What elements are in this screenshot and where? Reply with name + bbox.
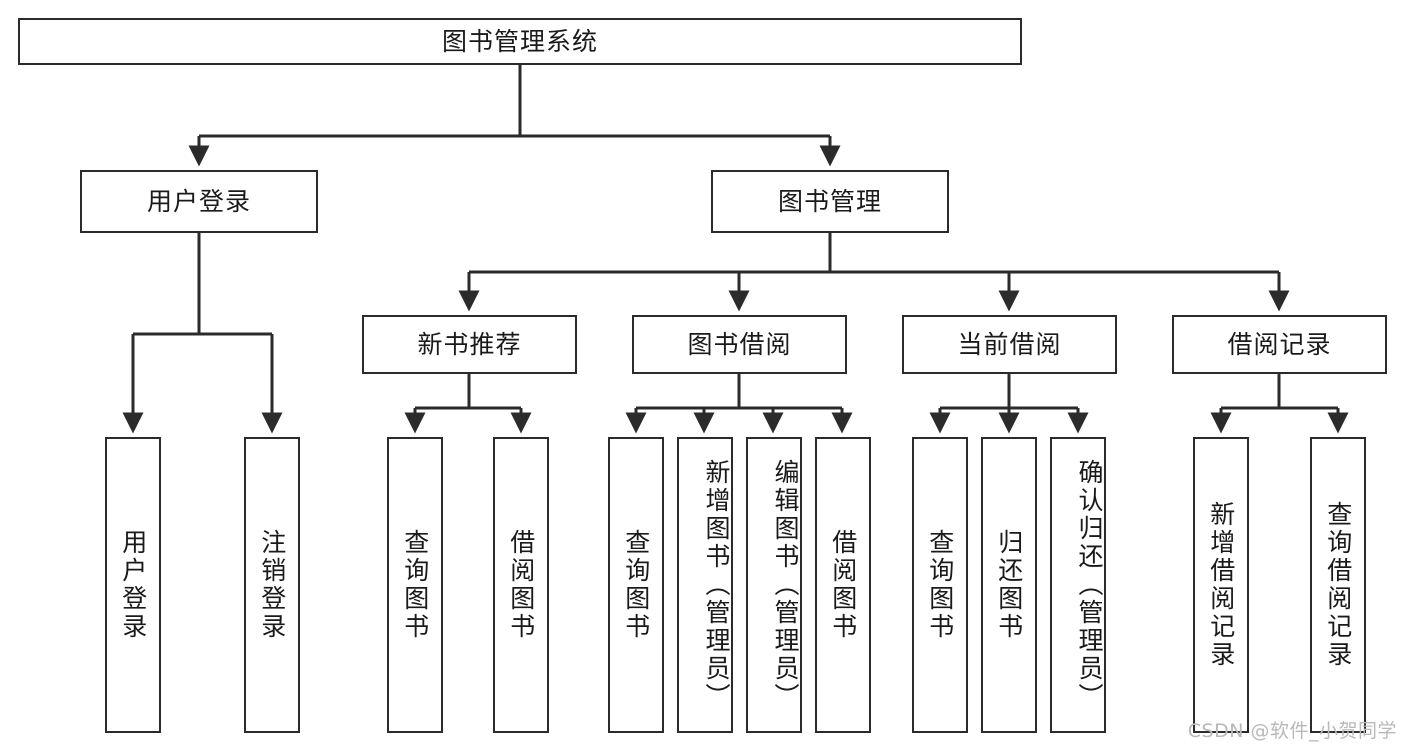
node-book-borrow-label: 图书借阅 <box>687 329 792 359</box>
leaf-query-book-2-label: 查询图书 <box>621 529 651 641</box>
leaf-edit-book-label: 编辑图书（管理员） <box>771 459 800 711</box>
node-borrow-record[interactable]: 借阅记录 <box>1172 315 1387 374</box>
leaf-add-book-label: 新增图书（管理员） <box>702 459 731 711</box>
leaf-query-book-3[interactable]: 查询图书 <box>912 437 968 733</box>
leaf-add-record-label: 新增借阅记录 <box>1206 501 1236 669</box>
node-new-book-recommend-label: 新书推荐 <box>417 329 522 359</box>
leaf-query-book-3-label: 查询图书 <box>925 529 955 641</box>
node-book-manage-label: 图书管理 <box>777 186 882 216</box>
leaf-add-book[interactable]: 新增图书（管理员） <box>677 437 733 733</box>
leaf-borrow-book-1[interactable]: 借阅图书 <box>493 437 549 733</box>
node-user-login[interactable]: 用户登录 <box>80 170 318 233</box>
leaf-confirm-return[interactable]: 确认归还（管理员） <box>1050 437 1106 733</box>
leaf-query-book-1-label: 查询图书 <box>400 529 430 641</box>
leaf-query-record-label: 查询借阅记录 <box>1323 501 1353 669</box>
node-book-borrow[interactable]: 图书借阅 <box>632 315 847 374</box>
leaf-add-record[interactable]: 新增借阅记录 <box>1193 437 1249 733</box>
node-root-label: 图书管理系统 <box>441 26 598 56</box>
watermark: CSDN @软件_小贺同学 <box>1187 720 1397 742</box>
leaf-user-logout-label: 注销登录 <box>257 529 287 641</box>
node-borrow-record-label: 借阅记录 <box>1227 329 1332 359</box>
leaf-edit-book[interactable]: 编辑图书（管理员） <box>746 437 802 733</box>
node-book-manage[interactable]: 图书管理 <box>711 170 949 233</box>
node-user-login-label: 用户登录 <box>146 186 251 216</box>
leaf-query-record[interactable]: 查询借阅记录 <box>1310 437 1366 733</box>
leaf-return-book-label: 归还图书 <box>994 529 1024 641</box>
leaf-query-book-2[interactable]: 查询图书 <box>608 437 664 733</box>
node-current-borrow[interactable]: 当前借阅 <box>902 315 1117 374</box>
leaf-confirm-return-label: 确认归还（管理员） <box>1075 459 1104 711</box>
leaf-borrow-book-2-label: 借阅图书 <box>828 529 858 641</box>
node-root[interactable]: 图书管理系统 <box>18 18 1022 65</box>
leaf-borrow-book-2[interactable]: 借阅图书 <box>815 437 871 733</box>
node-new-book-recommend[interactable]: 新书推荐 <box>362 315 577 374</box>
leaf-return-book[interactable]: 归还图书 <box>981 437 1037 733</box>
leaf-user-logout[interactable]: 注销登录 <box>244 437 300 733</box>
leaf-user-login-label: 用户登录 <box>118 529 148 641</box>
leaf-borrow-book-1-label: 借阅图书 <box>506 529 536 641</box>
node-current-borrow-label: 当前借阅 <box>957 329 1062 359</box>
leaf-user-login[interactable]: 用户登录 <box>105 437 161 733</box>
leaf-query-book-1[interactable]: 查询图书 <box>387 437 443 733</box>
